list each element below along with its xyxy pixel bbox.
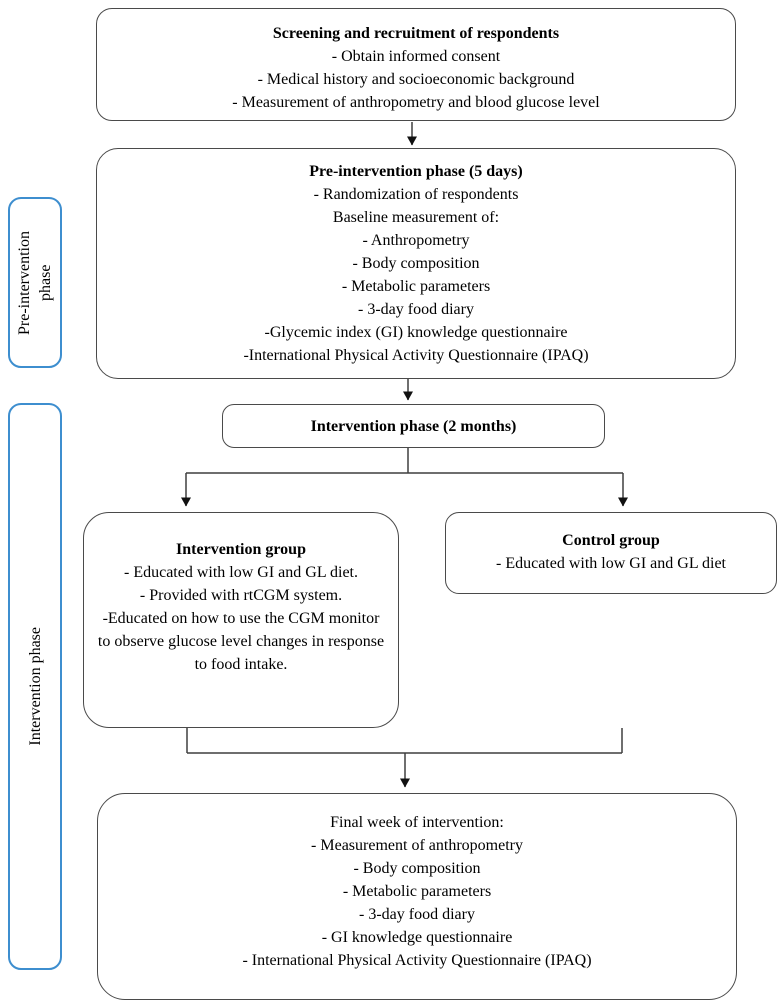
node-line: -Glycemic index (GI) knowledge questionn…: [264, 324, 568, 341]
node-line: - Body composition: [353, 860, 481, 877]
node-final-week-title: Final week of intervention:: [330, 814, 504, 831]
node-final-week-lines: - Measurement of anthropometry - Body com…: [98, 834, 736, 972]
node-final-week: Final week of intervention: - Measuremen…: [97, 793, 737, 1000]
node-control-group: Control group - Educated with low GI and…: [445, 512, 777, 594]
node-line: - Educated with low GI and GL diet.: [123, 564, 358, 581]
node-line: - Randomization of respondents: [313, 186, 519, 203]
node-line: - Measurement of anthropometry and blood…: [232, 94, 600, 111]
node-intervention-phase: Intervention phase (2 months): [222, 404, 605, 448]
node-line: - Metabolic parameters: [341, 278, 491, 295]
node-pre-intervention: Pre-intervention phase (5 days) - Random…: [96, 148, 736, 379]
node-line: - Metabolic parameters: [342, 883, 492, 900]
node-line: - 3-day food diary: [359, 906, 475, 923]
node-screening: Screening and recruitment of respondents…: [96, 8, 736, 121]
node-line: -International Physical Activity Questio…: [243, 347, 589, 364]
node-intervention-group: Intervention group - Educated with low G…: [83, 512, 399, 728]
node-line: -Educated on how to use the CGM monitor …: [97, 610, 385, 673]
node-line: - Anthropometry: [362, 232, 470, 249]
node-line: - International Physical Activity Questi…: [242, 952, 592, 969]
node-line: - Obtain informed consent: [331, 48, 501, 65]
node-screening-lines: - Obtain informed consent - Medical histo…: [97, 45, 735, 114]
node-line: - Body composition: [352, 255, 480, 272]
phase-label-intervention: Intervention phase: [8, 403, 62, 970]
phase-label-pre-intervention-text: Pre-intervention phase: [16, 230, 54, 335]
node-intervention-phase-title: Intervention phase (2 months): [310, 417, 517, 435]
node-line: - 3-day food diary: [358, 301, 474, 318]
node-line: - Measurement of anthropometry: [311, 837, 523, 854]
node-intervention-group-lines: - Educated with low GI and GL diet. - Pro…: [96, 561, 386, 676]
node-intervention-group-title: Intervention group: [176, 541, 306, 558]
phase-label-pre-intervention: Pre-intervention phase: [8, 197, 62, 368]
node-line: - Educated with low GI and GL diet: [495, 555, 726, 572]
node-line: Baseline measurement of:: [332, 209, 500, 226]
node-control-group-title: Control group: [562, 532, 660, 549]
node-pre-intervention-title: Pre-intervention phase (5 days): [309, 163, 523, 180]
node-line: - Medical history and socioeconomic back…: [257, 71, 575, 88]
node-line: - Provided with rtCGM system.: [139, 587, 343, 604]
node-control-group-lines: - Educated with low GI and GL diet: [446, 552, 776, 575]
node-line: - GI knowledge questionnaire: [321, 929, 513, 946]
node-screening-title: Screening and recruitment of respondents: [272, 25, 560, 42]
phase-label-intervention-text: Intervention phase: [26, 627, 44, 746]
